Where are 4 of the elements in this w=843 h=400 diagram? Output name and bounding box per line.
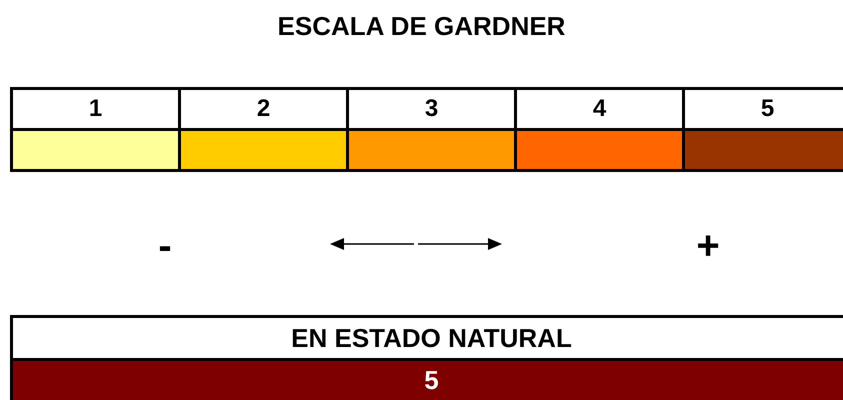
minus-sign: - <box>157 223 173 270</box>
title: ESCALA DE GARDNER <box>276 10 566 43</box>
plus-sign: + <box>695 223 721 270</box>
value-cell: 5 <box>10 358 843 400</box>
